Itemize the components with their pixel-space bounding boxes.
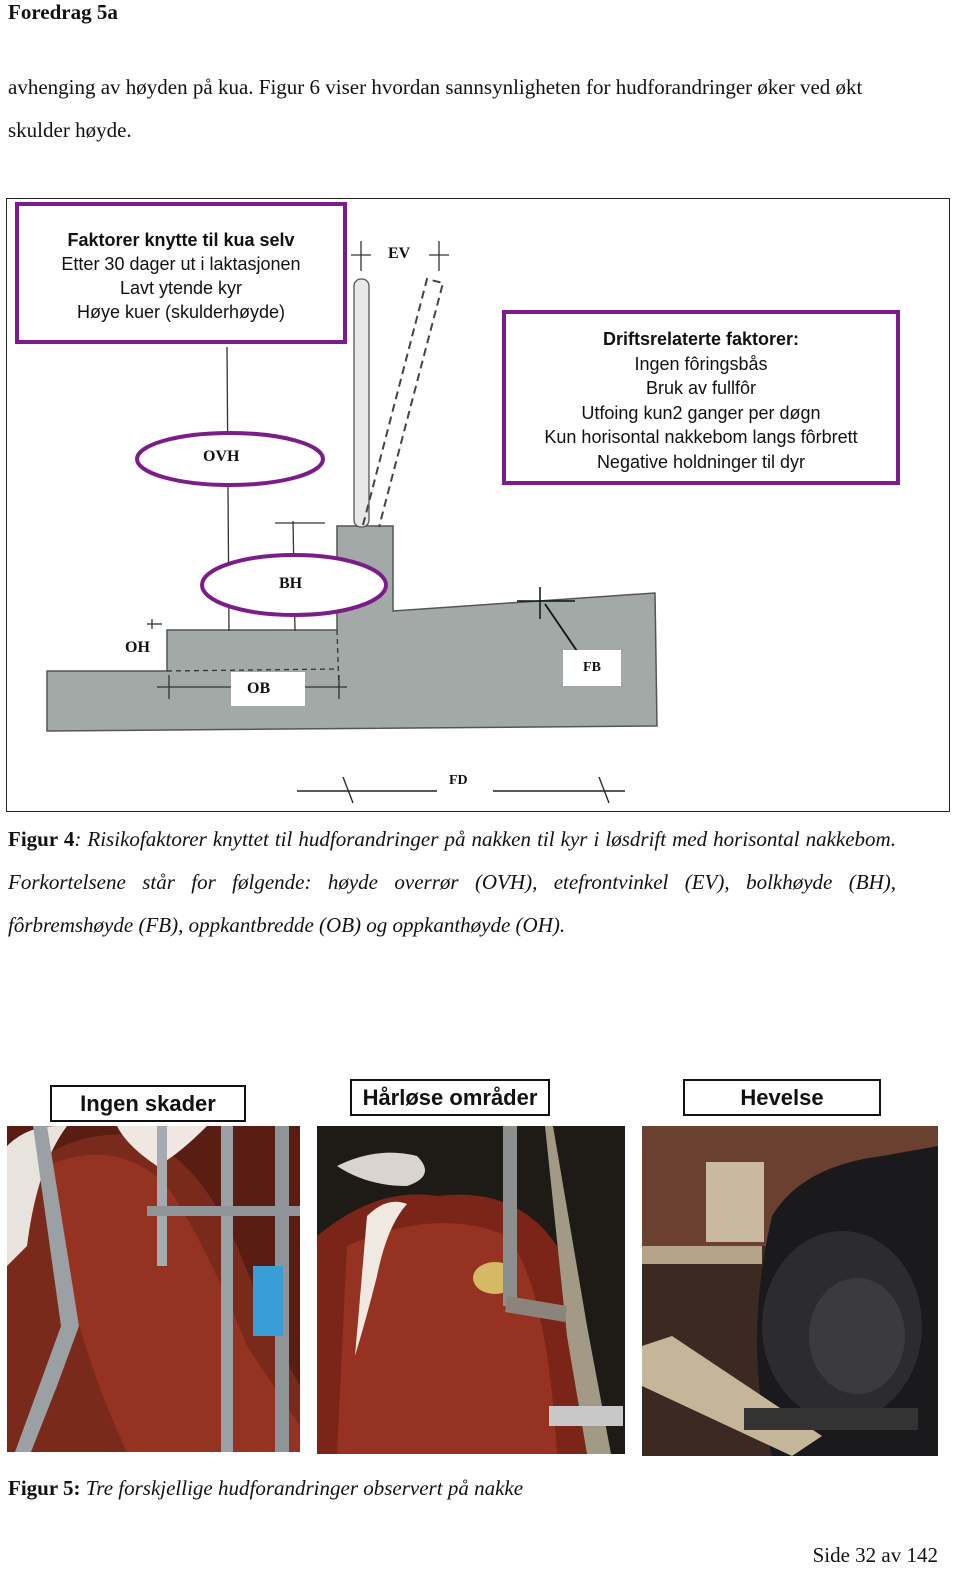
ob-label: OB xyxy=(231,672,305,706)
figure-4-caption-text: : Risikofaktorer knyttet til hudforandri… xyxy=(8,827,896,937)
neck-rail-pipe xyxy=(353,278,370,528)
dashed-edge xyxy=(166,668,338,672)
figure-5-caption-label: Figur 5: xyxy=(8,1476,81,1500)
ovh-ellipse xyxy=(135,431,325,487)
figure-4-caption-label: Figur 4 xyxy=(8,827,75,851)
management-factor-item: Kun horisontal nakkebom langs fôrbrett xyxy=(544,427,858,447)
fb-arrow xyxy=(544,603,578,652)
fd-label: FD xyxy=(449,773,468,788)
management-factor-item: Negative holdninger til dyr xyxy=(596,451,806,472)
cow-factor-item: Etter 30 dager ut i laktasjonen xyxy=(61,254,301,274)
management-factor-item: Ingen fôringsbås xyxy=(634,353,768,374)
management-factor-item: Utfoing kun2 ganger per døgn xyxy=(581,402,821,423)
photo-swelling xyxy=(642,1126,938,1456)
photo-no-damage xyxy=(7,1126,300,1452)
cow-factors-title: Faktorer knytte til kua selv xyxy=(67,230,295,250)
cow-factor-item: Lavt ytende kyr xyxy=(119,278,243,298)
cow-factor-item: Høye kuer (skulderhøyde) xyxy=(76,302,286,322)
figure-5-caption-text: Tre forskjellige hudforandringer observe… xyxy=(80,1476,524,1500)
page-header: Foredrag 5a xyxy=(8,0,118,24)
photo-label-swelling: Hevelse xyxy=(683,1079,881,1116)
ev-label: EV xyxy=(388,245,411,262)
tilted-rail-dashed xyxy=(362,277,445,528)
ovh-label: OVH xyxy=(203,448,240,465)
management-factor-item: Bruk av fullfôr xyxy=(645,378,757,398)
bh-ellipse xyxy=(200,553,388,617)
bh-label: BH xyxy=(279,575,303,592)
photo-label-hairless: Hårløse områder xyxy=(350,1079,550,1116)
figure-4-diagram: Faktorer knytte til kua selv Etter 30 da… xyxy=(6,198,950,812)
photo-label-no-damage: Ingen skader xyxy=(50,1085,246,1122)
figure-5-caption: Figur 5: Tre forskjellige hudforandringe… xyxy=(8,1467,523,1510)
fb-label: FB xyxy=(563,650,621,686)
photo-hairless xyxy=(317,1126,625,1454)
oh-label: OH xyxy=(125,639,150,656)
intro-paragraph: avhenging av høyden på kua. Figur 6 vise… xyxy=(8,75,863,142)
page-number: Side 32 av 142 xyxy=(812,1543,938,1567)
management-factors-title: Driftsrelaterte faktorer: xyxy=(602,329,800,349)
management-factors-box: Driftsrelaterte faktorer: Ingen fôringsb… xyxy=(502,310,900,485)
cow-factors-box: Faktorer knytte til kua selv Etter 30 da… xyxy=(15,202,347,344)
figure-4-caption: Figur 4: Risikofaktorer knyttet til hudf… xyxy=(8,818,896,947)
concrete-profile xyxy=(46,525,658,732)
